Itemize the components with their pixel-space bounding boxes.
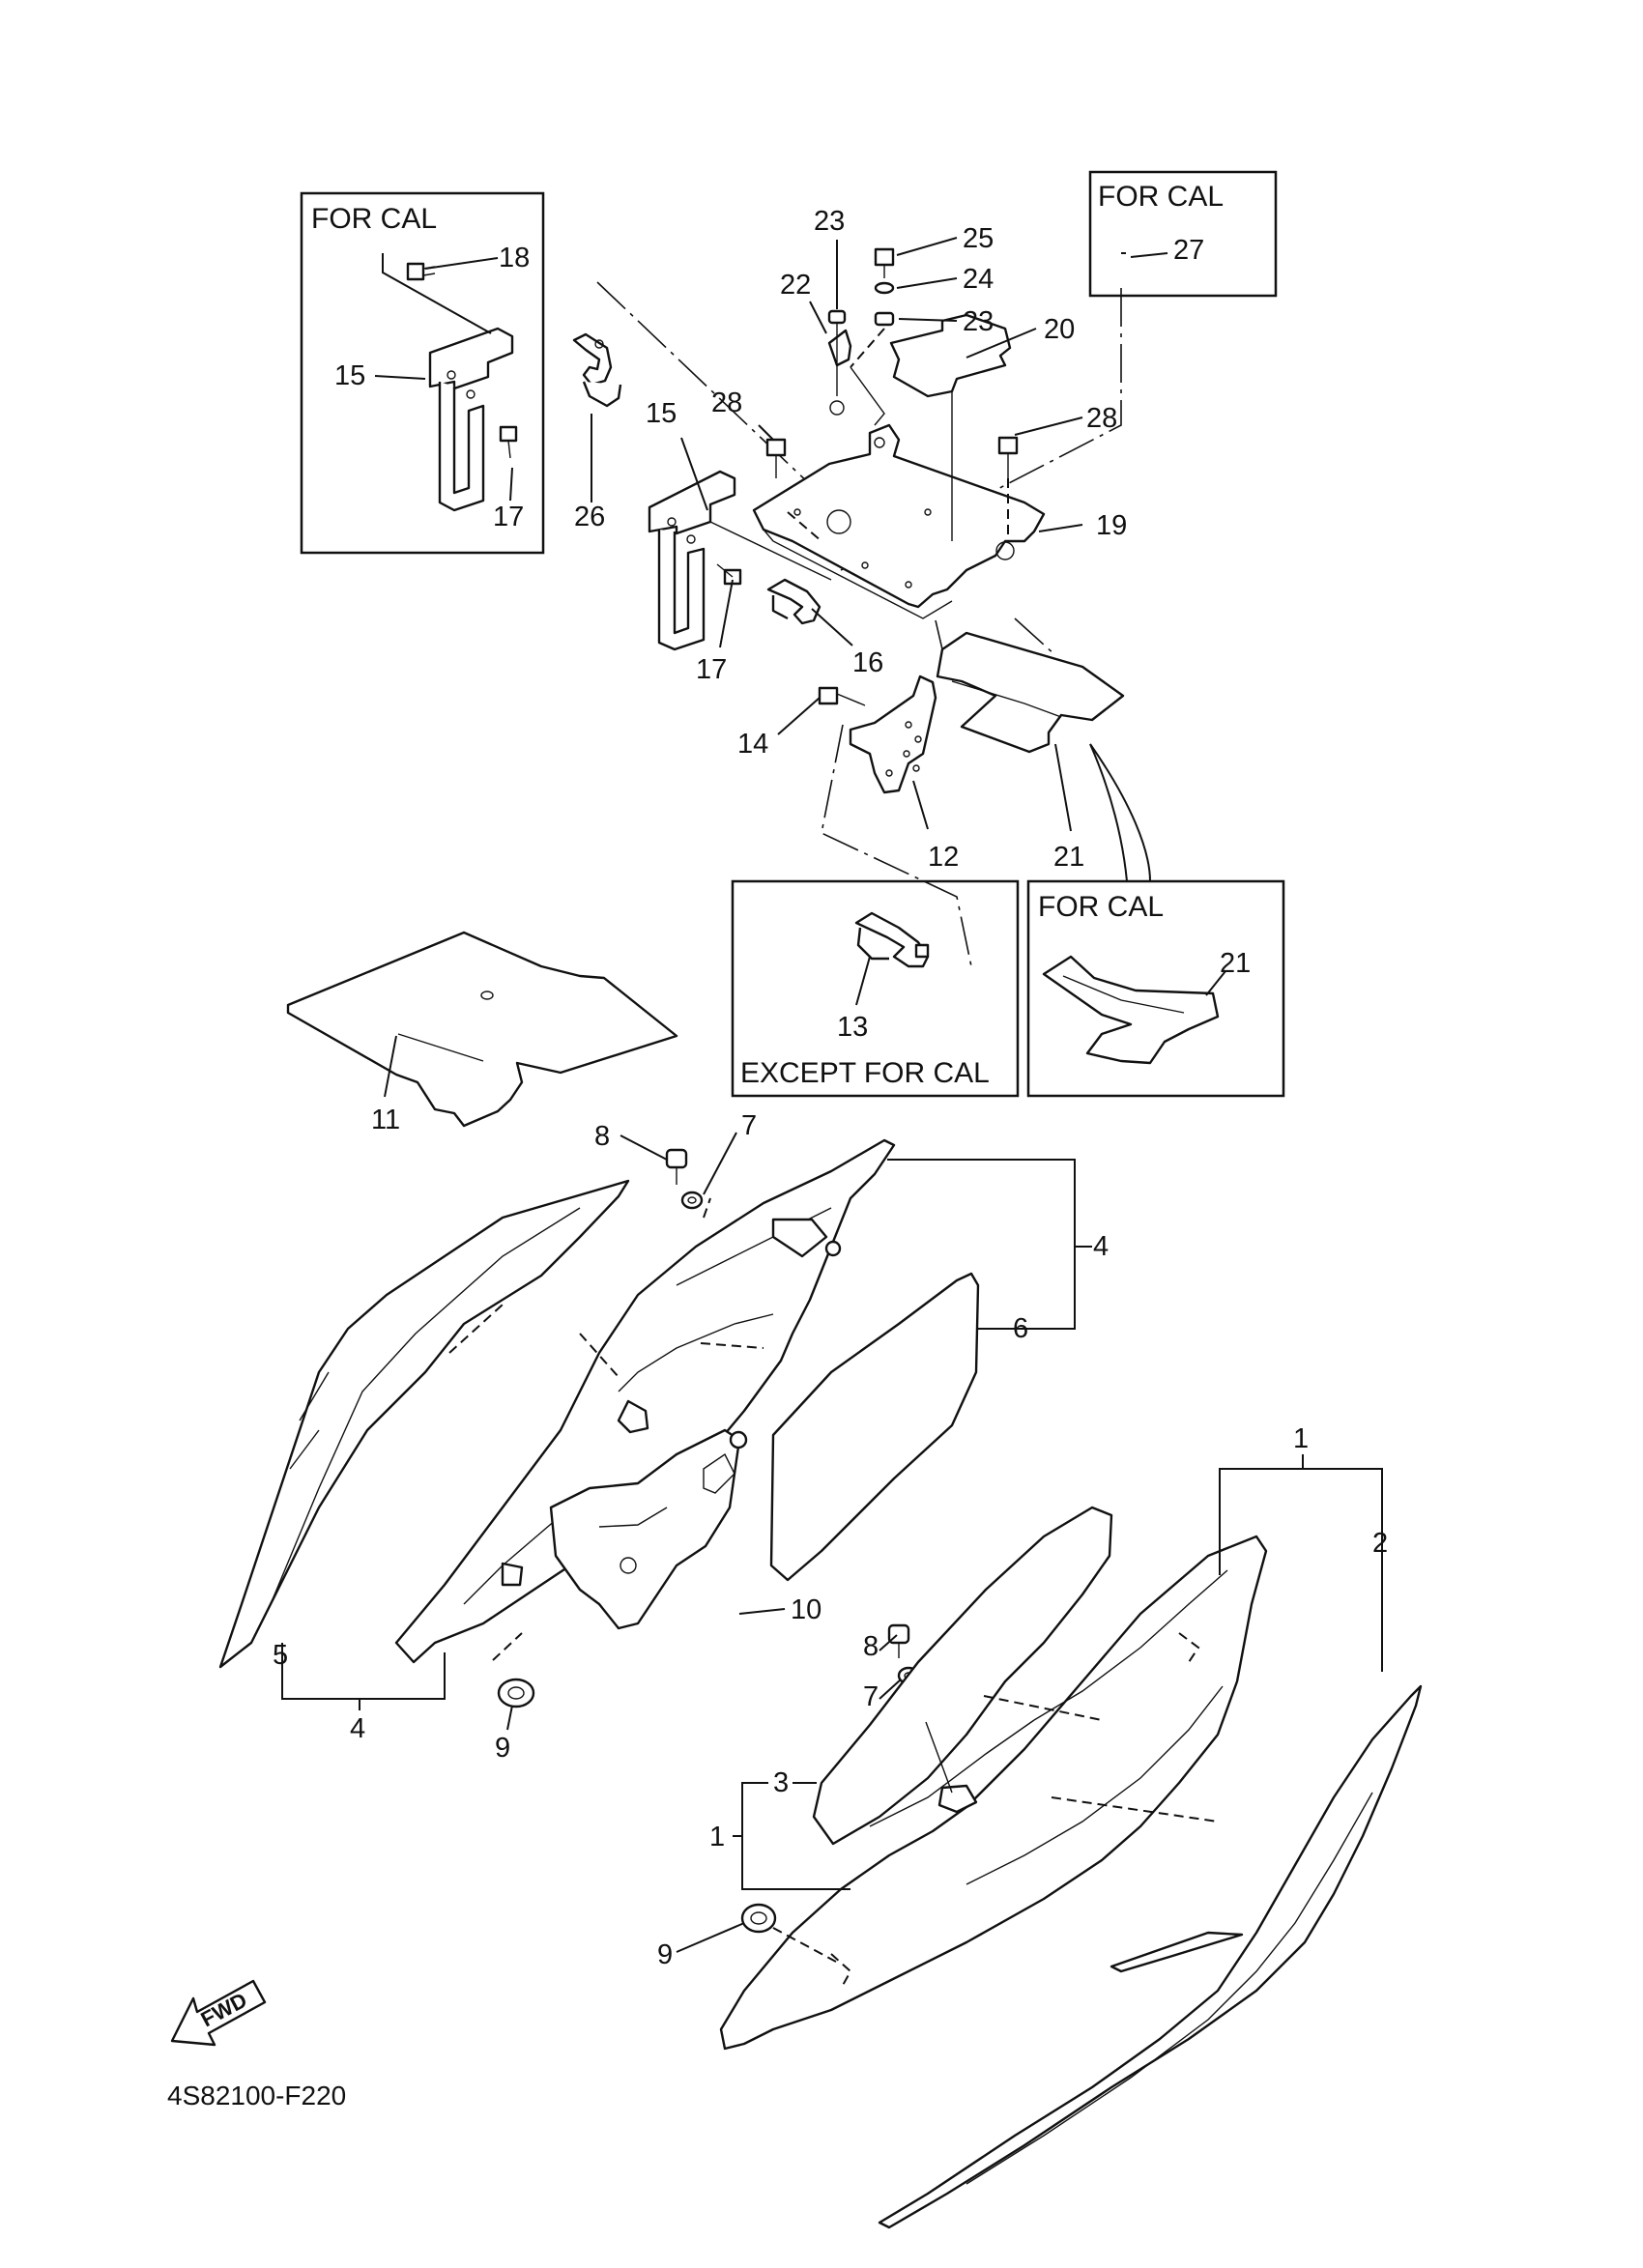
diagram-code: 4S82100-F220 (167, 2081, 346, 2110)
grommet-23-left (827, 309, 847, 396)
bracket-12 (849, 675, 937, 794)
callout-8-top: 8 (594, 1121, 610, 1152)
bolt-17-left (499, 425, 518, 459)
plate-21 (935, 617, 1125, 754)
callout-23-right: 23 (963, 306, 994, 337)
cover-5 (218, 1179, 630, 1669)
grommet-9-right (740, 1903, 777, 1934)
gasket-11 (286, 931, 678, 1128)
bracket-15-left (428, 327, 514, 512)
bracket-10 (549, 1428, 748, 1630)
callout-10: 10 (791, 1594, 822, 1625)
callout-21-main: 21 (1053, 842, 1084, 873)
assembly-line-9-right (772, 1927, 837, 1963)
washer-24 (874, 281, 895, 295)
box-label-for-cal-right-top: FOR CAL (1098, 181, 1224, 213)
callout-14: 14 (737, 729, 768, 760)
callout-3: 3 (773, 1767, 789, 1798)
bolt-28-right (997, 436, 1019, 541)
box-for-cal-right-top: FOR CAL (1088, 170, 1278, 298)
clamp-13 (854, 911, 930, 968)
callout-21-alt: 21 (1220, 948, 1251, 979)
bolt-14 (818, 686, 866, 706)
grommet-9-left (497, 1678, 535, 1708)
callout-12: 12 (928, 842, 959, 873)
callout-13: 13 (837, 1012, 868, 1043)
callout-9-left: 9 (495, 1733, 510, 1764)
bolt-8-top (665, 1148, 688, 1185)
callout-28-left: 28 (711, 388, 742, 418)
box-label-for-cal-bottom-right: FOR CAL (1038, 891, 1164, 923)
callout-18: 18 (499, 243, 530, 273)
callout-16: 16 (852, 647, 883, 678)
bolt-25 (874, 247, 895, 278)
fwd-arrow-icon: FWD (170, 1979, 267, 2047)
assembly-line-cover1-b (1051, 1796, 1219, 1823)
callout-7-top: 7 (741, 1110, 757, 1141)
bolt-17-middle (716, 563, 742, 586)
callout-28-right: 28 (1086, 403, 1117, 434)
center-line-3 (821, 724, 972, 967)
callout-15-left: 15 (334, 360, 365, 391)
assembly-line-25 (850, 328, 885, 368)
cover-3 (812, 1506, 1113, 1846)
clamp-16 (766, 578, 822, 625)
cover-2 (878, 1684, 1423, 2229)
bracket-15-middle (648, 470, 832, 651)
callout-9-right: 9 (657, 1939, 673, 1970)
callout-1-top: 1 (1293, 1423, 1309, 1454)
bolt-8-lower (887, 1623, 910, 1658)
assembly-line-bolt8-lower (925, 1721, 953, 1794)
center-line-1 (596, 281, 815, 489)
box-label-except-for-cal: EXCEPT FOR CAL (740, 1057, 990, 1089)
callout-4-right: 4 (1093, 1231, 1109, 1262)
box-except-for-cal: EXCEPT FOR CAL (731, 879, 1020, 1098)
washer-7-top (680, 1191, 704, 1210)
callout-8-lower: 8 (863, 1631, 879, 1662)
callout-22: 22 (780, 270, 811, 301)
callout-17-middle: 17 (696, 654, 727, 685)
callout-6: 6 (1013, 1313, 1028, 1344)
callout-11: 11 (371, 1105, 400, 1135)
bolt-28-left (765, 438, 787, 478)
cover-4 (394, 1138, 896, 1664)
bracket-22-tab (850, 366, 885, 426)
callout-23-top: 23 (814, 206, 845, 237)
clamp-26 (572, 332, 622, 408)
callout-24: 24 (963, 264, 994, 295)
leader-18-line (382, 253, 492, 334)
callout-1-lower: 1 (709, 1822, 725, 1852)
link-line-21a (1089, 743, 1151, 882)
callout-15-middle: 15 (646, 398, 677, 429)
tray-19 (752, 423, 1046, 619)
bolt-18 (406, 262, 436, 281)
bracket-22 (827, 329, 852, 416)
callout-19: 19 (1096, 510, 1127, 541)
callout-20: 20 (1044, 314, 1075, 345)
box-for-cal-left: FOR CAL (300, 191, 545, 555)
box-label-for-cal-left: FOR CAL (311, 203, 437, 235)
callout-4-bottom: 4 (350, 1713, 365, 1744)
assembly-line-9-left (492, 1632, 523, 1661)
plate-21-alt (1042, 955, 1220, 1065)
link-line-21b (1089, 743, 1128, 882)
grommet-23-right (874, 311, 895, 327)
callout-5: 5 (273, 1640, 288, 1671)
callout-26: 26 (574, 502, 605, 532)
cover-1 (719, 1535, 1268, 2051)
callout-27: 27 (1173, 235, 1204, 266)
callout-25: 25 (963, 223, 994, 254)
callout-2: 2 (1372, 1528, 1388, 1559)
callout-17-left: 17 (493, 502, 524, 532)
callout-numbers: 18 15 17 26 23 22 25 24 23 20 27 28 15 2… (273, 206, 1388, 1970)
cover-6 (769, 1272, 980, 1582)
box-for-cal-bottom-right: FOR CAL (1026, 879, 1285, 1098)
callout-7-lower: 7 (863, 1681, 879, 1712)
assembly-line-cover1-a (983, 1695, 1103, 1721)
leader-lines (281, 237, 1383, 1953)
